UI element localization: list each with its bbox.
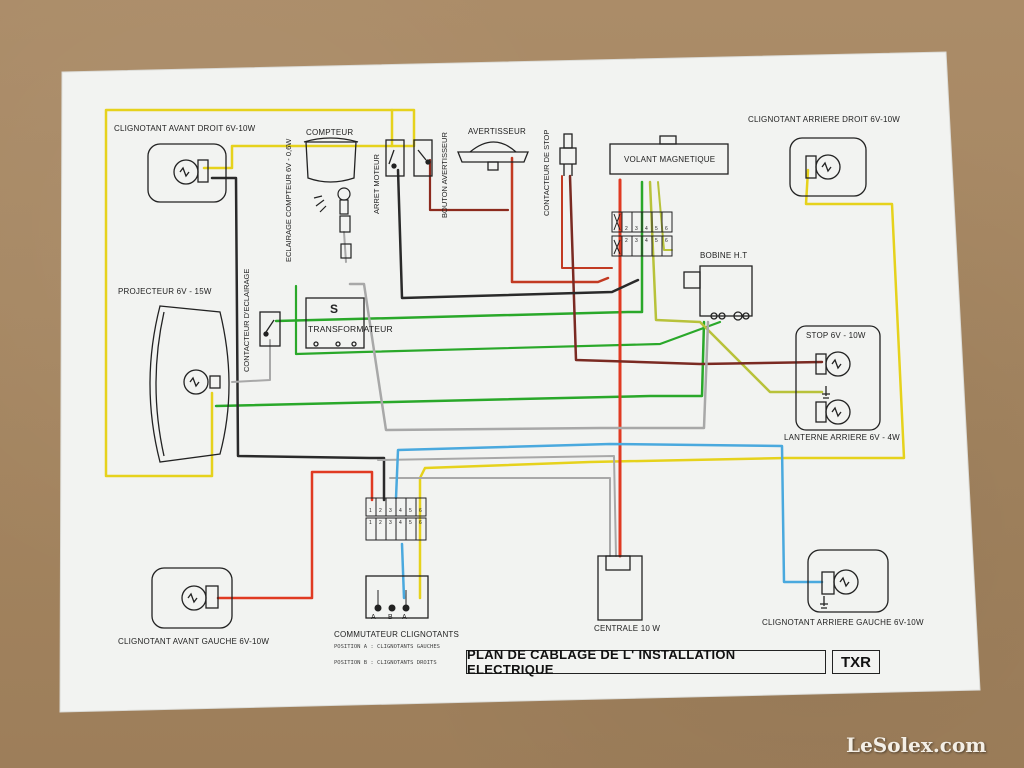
switch-position-b: B (388, 614, 393, 621)
terminal-number: 4 (645, 226, 648, 232)
wire-red-stop (561, 175, 613, 269)
label-avertisseur: AVERTISSEUR (468, 127, 526, 136)
clignotant-arriere-gauche-symbol (807, 549, 889, 613)
label-volant-magnetique: VOLANT MAGNETIQUE (624, 155, 716, 164)
wire-grey-centrale-2 (377, 455, 617, 557)
compteur-symbol (303, 137, 359, 183)
wire-yellowgreen-2 (657, 181, 673, 251)
wire-grey-compteur (343, 231, 347, 263)
watermark: LeSolex.com (846, 733, 987, 757)
terminal-number: 3 (635, 226, 638, 232)
terminal-number: 5 (409, 520, 412, 526)
clignotant-avant-droit-symbol (147, 143, 227, 203)
label-bobine: BOBINE H.T (700, 251, 748, 260)
terminal-number: 5 (655, 226, 658, 232)
wire-red-avertisseur (510, 156, 610, 284)
terminal-number: 3 (635, 238, 638, 244)
projecteur-symbol (149, 305, 230, 463)
clignotant-avant-gauche-symbol (151, 567, 233, 629)
label-clignotant-arriere-droit: CLIGNOTANT ARRIERE DROIT 6V-10W (748, 115, 901, 124)
switch-position-a-left: A (371, 614, 376, 621)
label-position-a: POSITION A : CLIGNOTANTS GAUCHES (334, 644, 440, 650)
contacteur-stop-symbol (559, 133, 577, 176)
terminal-number: 1 (369, 520, 372, 526)
terminal-number: 2 (379, 520, 382, 526)
label-projecteur: PROJECTEUR 6V - 15W (118, 287, 212, 296)
contacteur-eclairage-symbol (259, 311, 281, 347)
avertisseur-symbol (457, 141, 529, 171)
commutateur-clignotants-symbol (365, 497, 429, 619)
label-transformateur: TRANSFORMATEUR (308, 324, 393, 334)
wire-black-avant-droit (210, 176, 386, 502)
wire-darkred-stop (568, 174, 824, 366)
label-contacteur-eclairage: CONTACTEUR D'ECLAIRAGE (242, 268, 251, 372)
label-arret-moteur: ARRET MOTEUR (372, 154, 381, 214)
paper-sheet (59, 51, 981, 713)
label-transformateur-symbol: S (330, 302, 339, 316)
wire-grey-centrale (389, 477, 611, 557)
label-stop: STOP 6V - 10W (806, 331, 866, 340)
label-contacteur-stop: CONTACTEUR DE STOP (542, 129, 551, 216)
label-commutateur: COMMUTATEUR CLIGNOTANTS (334, 630, 460, 639)
wire-blue-arriere-gauche (394, 442, 824, 584)
terminal-number: 5 (655, 238, 658, 244)
wire-grey-eclairage (231, 339, 271, 383)
label-compteur: COMPTEUR (306, 128, 354, 137)
terminal-number: 1 (369, 508, 372, 514)
terminal-number: 3 (389, 508, 392, 514)
terminal-number: 4 (399, 520, 402, 526)
terminal-block-volant (611, 211, 673, 257)
centrale-symbol (597, 555, 643, 621)
bobine-ht-symbol (683, 265, 753, 321)
terminal-number: 6 (665, 226, 668, 232)
transformateur-symbol (305, 297, 365, 349)
terminal-number: 5 (409, 508, 412, 514)
label-lanterne-arriere: LANTERNE ARRIERE 6V - 4W (784, 433, 900, 442)
label-position-b: POSITION B : CLIGNOTANTS DROITS (334, 660, 437, 666)
label-clignotant-arriere-gauche: CLIGNOTANT ARRIERE GAUCHE 6V-10W (762, 618, 924, 627)
wire-yellow-avant-droit (104, 108, 416, 478)
label-eclairage-compteur: ECLAIRAGE COMPTEUR 6V - 0,6W (284, 138, 293, 262)
wire-darkred-bouton (428, 158, 510, 212)
wire-green-transfo (294, 284, 722, 356)
terminal-number: 6 (419, 508, 422, 514)
terminal-number: 2 (379, 508, 382, 514)
terminal-number: 4 (399, 508, 402, 514)
wire-red-clignotant-gauche (216, 470, 374, 600)
diagram-title: PLAN DE CABLAGE DE L' INSTALLATION ELECT… (466, 647, 826, 677)
wire-yellow-arriere-droit (418, 168, 906, 600)
switch-position-a-right: A (402, 614, 407, 621)
label-bouton-avertisseur: BOUTON AVERTISSEUR (440, 132, 449, 218)
wire-yellowgreen (648, 180, 824, 394)
terminal-number: 4 (645, 238, 648, 244)
terminal-number: 6 (419, 520, 422, 526)
arret-moteur-symbol (385, 139, 433, 177)
wire-green-projecteur (214, 320, 706, 408)
eclairage-compteur-symbol (313, 187, 352, 259)
clignotant-arriere-droit-symbol (789, 137, 867, 197)
terminal-number: 2 (625, 226, 628, 232)
model-badge: TXR (832, 650, 880, 674)
volant-magnetique-symbol (609, 135, 729, 175)
label-clignotant-avant-droit: CLIGNOTANT AVANT DROIT 6V-10W (114, 124, 256, 133)
terminal-number: 2 (625, 238, 628, 244)
wire-blue-commutateur (400, 542, 406, 600)
terminal-number: 6 (665, 238, 668, 244)
stop-lanterne-symbol (795, 325, 881, 431)
label-clignotant-avant-gauche: CLIGNOTANT AVANT GAUCHE 6V-10W (118, 637, 270, 646)
label-centrale: CENTRALE 10 W (594, 624, 661, 633)
wire-black-arret (396, 168, 640, 300)
wire-grey-transfo (348, 282, 710, 432)
terminal-number: 3 (389, 520, 392, 526)
